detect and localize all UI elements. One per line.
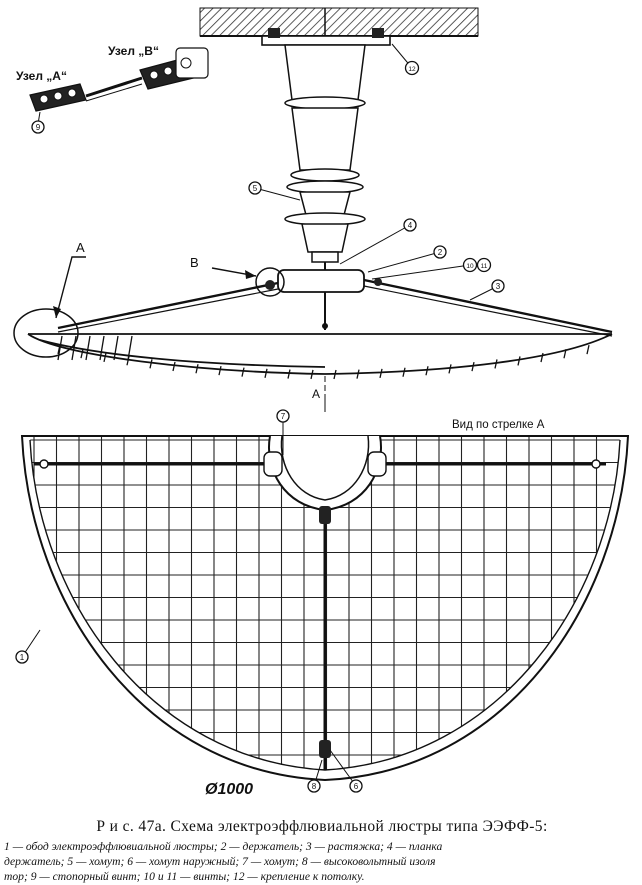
callout-9: 9	[31, 120, 45, 134]
callout-4: 4	[339, 218, 417, 265]
plan-view: Вид по стрелке А Ø1000	[20, 419, 630, 798]
stays	[57, 278, 613, 337]
callout-number: 1	[20, 653, 25, 662]
callout-number: 5	[253, 184, 258, 193]
chandelier-schematic: А В А Узел „В“ Узел „А“ Вид по стрелке А	[13, 7, 630, 798]
node-detail-inset: Узел „В“ Узел „А“	[16, 44, 209, 125]
node-a-label: Узел „А“	[16, 69, 67, 83]
diameter-label: Ø1000	[205, 781, 253, 798]
callout-8: 8	[307, 759, 323, 793]
callout-5: 5	[248, 181, 301, 201]
callout-6: 6	[329, 749, 363, 793]
callout-1: 1	[15, 629, 41, 664]
callout-7: 7	[276, 409, 290, 423]
callout-3: 3	[469, 279, 505, 301]
callout-number: 3	[496, 282, 501, 291]
hanger-column	[284, 44, 366, 263]
node-b-mark: В	[190, 255, 199, 270]
callout-number: 4	[408, 221, 413, 230]
callout-number: 8	[312, 782, 317, 791]
caption-legend-line: тор; 9 — стопорный винт; 10 и 11 — винты…	[4, 870, 365, 883]
callout-number: 2	[438, 248, 443, 257]
node-a-circle	[13, 308, 79, 358]
callout-number: 9	[36, 123, 41, 132]
hv-insulator-rod	[319, 506, 331, 770]
arrow-a-label: А	[76, 240, 85, 255]
holder-bar	[277, 269, 365, 293]
central-clamp	[263, 435, 387, 512]
callout-number: 10	[466, 263, 474, 270]
callout-number: 12	[408, 66, 416, 73]
callout-number: 6	[354, 782, 359, 791]
callout-11: 11	[476, 257, 492, 273]
caption-title: Р и с. 47а. Схема электроэффлювиальной л…	[96, 818, 548, 835]
view-label: Вид по стрелке А	[452, 419, 545, 431]
emitter-needles	[57, 335, 590, 380]
node-b-label: Узел „В“	[108, 44, 159, 58]
callout-2: 2	[367, 245, 447, 273]
figure-caption: Р и с. 47а. Схема электроэффлювиальной л…	[4, 818, 640, 884]
ceiling	[199, 7, 479, 37]
node-b-circle	[255, 267, 285, 297]
callout-12: 12	[391, 43, 420, 76]
arrow-a-bottom-label: А	[312, 387, 320, 401]
callout-10: 10	[371, 257, 478, 280]
caption-legend-line: держатель; 5 — хомут; 6 — хомут наружный…	[4, 855, 436, 868]
callout-number: 11	[481, 263, 488, 270]
callout-number: 7	[281, 412, 286, 421]
caption-legend-line: 1 — обод электроэффлювиальной люстры; 2 …	[4, 840, 443, 853]
rim-outer	[20, 435, 630, 782]
caption-legend: 1 — обод электроэффлювиальной люстры; 2 …	[4, 839, 640, 884]
side-view: А В А	[13, 7, 613, 412]
